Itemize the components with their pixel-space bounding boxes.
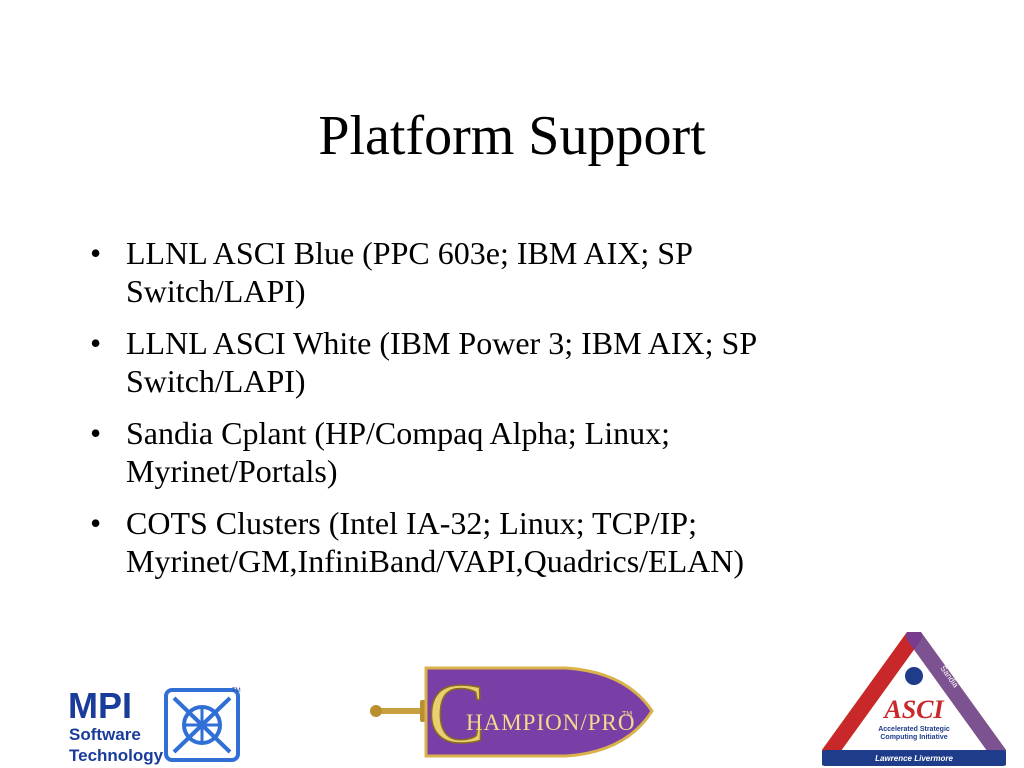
asci-logo-name: ASCI bbox=[882, 695, 944, 724]
bullet-icon: • bbox=[90, 235, 102, 271]
bullet-line: Myrinet/Portals) bbox=[126, 453, 338, 489]
bullet-icon: • bbox=[90, 505, 102, 541]
bullet-line: Switch/LAPI) bbox=[126, 273, 306, 309]
bullet-line: Myrinet/GM,InfiniBand/VAPI,Quadrics/ELAN… bbox=[126, 543, 744, 579]
bullet-item: • Sandia Cplant (HP/Compaq Alpha; Linux;… bbox=[84, 414, 944, 490]
bullet-icon: • bbox=[90, 325, 102, 361]
bullet-line: COTS Clusters (Intel IA-32; Linux; TCP/I… bbox=[126, 505, 697, 541]
seal-icon bbox=[903, 665, 925, 687]
bullet-item: • COTS Clusters (Intel IA-32; Linux; TCP… bbox=[84, 504, 944, 580]
asci-logo-text: Computing Initiative bbox=[880, 734, 947, 741]
champion-tm-text: TM bbox=[622, 711, 632, 718]
mpi-tm-text: TM bbox=[232, 688, 241, 694]
slide-title: Platform Support bbox=[318, 105, 706, 167]
mpi-logo-text: Software bbox=[69, 725, 141, 744]
champion-letter: C bbox=[428, 665, 485, 761]
bullet-icon: • bbox=[90, 415, 102, 451]
mpi-software-technology-logo: MPI Software Technology TM bbox=[68, 685, 241, 765]
bullet-line: LLNL ASCI Blue (PPC 603e; IBM AIX; SP bbox=[126, 235, 693, 271]
asci-logo-text: Accelerated Strategic bbox=[878, 726, 950, 733]
bullet-line: Switch/LAPI) bbox=[126, 363, 306, 399]
asci-logo-text: Lawrence Livermore bbox=[875, 754, 953, 763]
sword-icon bbox=[370, 700, 426, 722]
bullet-item: • LLNL ASCI Blue (PPC 603e; IBM AIX; SP … bbox=[84, 234, 944, 310]
asci-logo: ASCI Accelerated Strategic Computing Ini… bbox=[822, 632, 1006, 766]
mpi-emblem-icon bbox=[164, 688, 240, 762]
champion-pro-logo: C HAMPION/PRO TM bbox=[370, 664, 654, 762]
bullet-item: • LLNL ASCI White (IBM Power 3; IBM AIX;… bbox=[84, 324, 944, 400]
bullet-line: LLNL ASCI White (IBM Power 3; IBM AIX; S… bbox=[126, 325, 758, 361]
champion-logo-text: HAMPION/PRO bbox=[466, 710, 635, 735]
bullet-line: Sandia Cplant (HP/Compaq Alpha; Linux; bbox=[126, 415, 670, 451]
mpi-logo-text: MPI bbox=[68, 685, 132, 726]
mpi-logo-text: Technology bbox=[69, 746, 164, 765]
bullet-list: • LLNL ASCI Blue (PPC 603e; IBM AIX; SP … bbox=[84, 234, 944, 594]
asci-triangle-icon bbox=[822, 632, 1006, 766]
champion-banner-shape bbox=[424, 666, 654, 758]
